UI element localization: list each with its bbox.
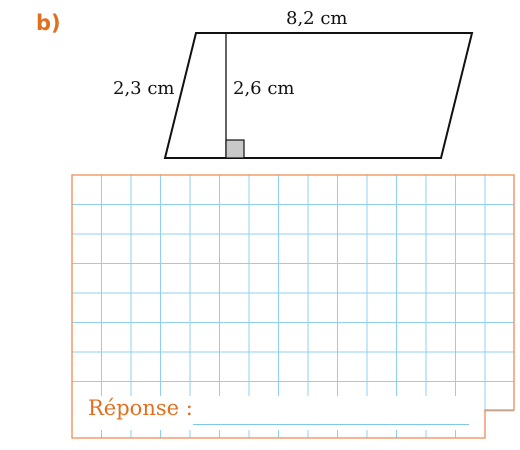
exercise-label: b) xyxy=(36,11,61,35)
parallelogram-figure xyxy=(163,32,474,159)
side-length-label: 2,3 cm xyxy=(113,78,175,99)
grid-frame xyxy=(71,174,515,439)
parallelogram-shape xyxy=(163,32,474,159)
height-length-label: 2,6 cm xyxy=(233,78,295,99)
answer-prompt: Réponse : xyxy=(88,396,193,420)
base-length-label: 8,2 cm xyxy=(286,8,348,29)
right-angle-marker xyxy=(225,139,245,159)
answer-input-line[interactable] xyxy=(193,424,469,425)
